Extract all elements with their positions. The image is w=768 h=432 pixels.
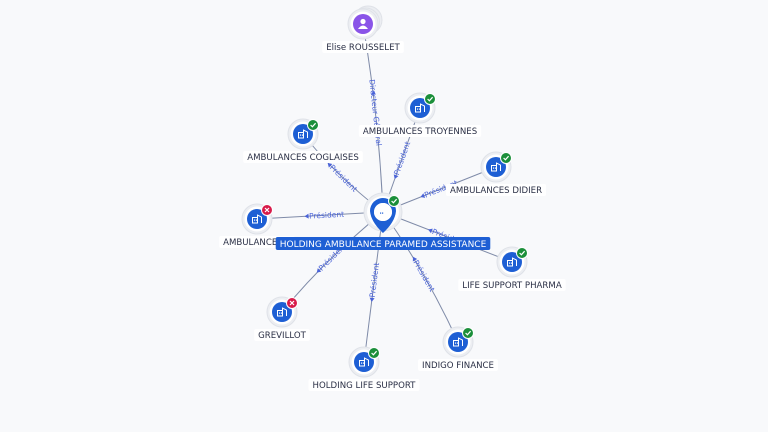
arrow-icon [420,193,426,198]
edge-label-group: Président [304,210,344,221]
building-icon [507,257,517,267]
center-label: HOLDING AMBULANCE PARAMED ASSISTANCE [280,240,487,250]
node-troyennes[interactable]: AMBULANCES TROYENNES [358,92,482,137]
edge-label: Président [392,140,412,176]
edge-label-group: Président [392,140,412,180]
edge-label: Président [309,210,344,221]
node-holdinglife[interactable]: HOLDING LIFE SUPPORT [308,346,420,391]
node-label: AMBULANCES DIDIER [450,186,542,196]
check-badge-icon [516,247,528,259]
check-badge-icon [500,152,512,164]
edge-label-group: Président [411,256,437,293]
edge-holdinglife[interactable]: Président [363,211,384,363]
edge-label-group: Président [327,162,359,194]
node-label: HOLDING LIFE SUPPORT [313,381,417,391]
edge-label: Président [368,262,381,298]
arrow-icon [428,228,433,234]
building-icon [277,307,287,317]
node-label-bg [418,359,498,371]
arrow-icon [412,256,418,262]
node-label-bg [243,151,363,163]
node-label-bg [322,41,404,53]
check-badge-icon [368,347,380,359]
person-icon [358,18,368,29]
node-lifepharma[interactable]: LIFE SUPPORT PHARMA [458,246,566,291]
node-coglaises[interactable]: AMBULANCES COGLAISES [243,118,363,163]
check-badge-icon [424,93,436,105]
node-label: Elise ROUSSELET [326,43,400,53]
edge-label-group: Président [368,262,381,302]
node-label: AMBULANCES S [223,238,291,248]
check-badge-icon [307,119,319,131]
edge-label: Président [411,258,436,293]
arrow-icon [369,297,375,302]
node-indigo[interactable]: INDIGO FINANCE [418,326,498,371]
building-icon [491,162,501,172]
check-badge-icon [388,195,400,207]
node-didier[interactable]: AMBULANCES DIDIER [445,151,547,196]
center-label-bg [275,237,491,250]
building-icon [359,357,369,367]
building-icon [453,337,463,347]
node-label-bg [445,184,547,196]
node-label: AMBULANCES COGLAISES [247,153,359,163]
arrow-icon [316,268,322,273]
node-label: AMBULANCES TROYENNES [363,127,477,137]
arrow-icon [327,162,333,168]
cross-badge-icon [286,297,298,309]
node-label-bg [254,329,310,341]
building-icon [378,207,388,217]
node-label-bg [358,125,482,137]
building-icon [252,214,262,224]
node-center-holding[interactable]: HOLDING AMBULANCE PARAMED ASSISTANCE [275,192,491,250]
building-icon [298,129,308,139]
nodes-layer: Elise ROUSSELET AMBULANCES TROYENNES AMBUL… [219,5,566,391]
check-badge-icon [462,327,474,339]
node-label-bg [308,379,420,391]
node-label-bg [458,279,566,291]
node-label: LIFE SUPPORT PHARMA [462,281,562,291]
node-label: GREVILLOT [258,331,307,341]
cross-badge-icon [261,204,273,216]
building-icon [415,103,425,113]
node-label: INDIGO FINANCE [422,361,494,371]
node-elise[interactable]: Elise ROUSSELET [322,5,404,53]
arrow-icon [393,174,399,180]
node-grevillot[interactable]: GREVILLOT [254,296,310,341]
arrow-icon [304,213,309,219]
edge-label: Président [328,163,359,194]
arrow-icon [371,90,377,95]
